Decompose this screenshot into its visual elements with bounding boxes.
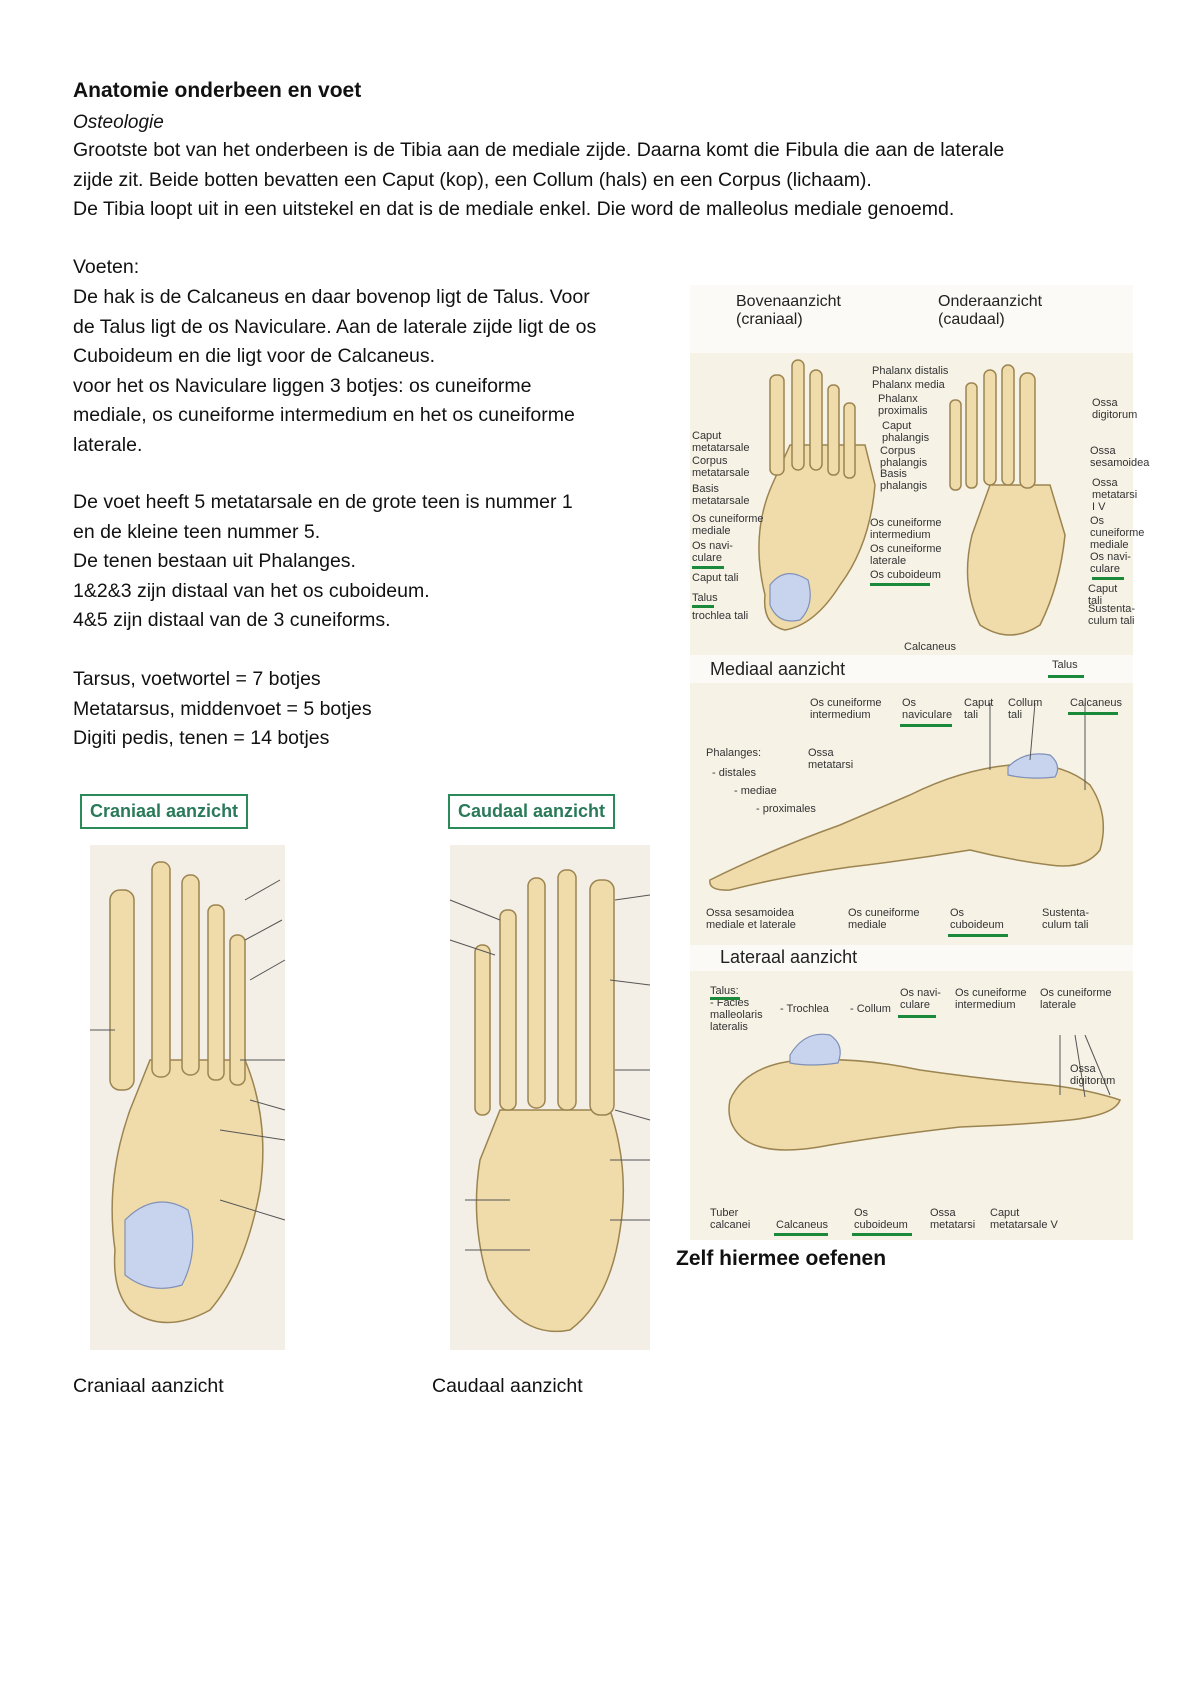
fig-lateral-label-naviculare: Os navi- culare [900,987,941,1011]
fig-top-label-ossa-digitorum: Ossa digitorum [1092,397,1138,421]
exercise-dorsal-foot [109,861,264,1324]
fig-top-label-cuneiforme-intermedium: Os cuneiforme intermedium [870,517,942,541]
caption-craniaal: Craniaal aanzicht [73,1375,224,1397]
underline-talus-lateral [710,997,740,1000]
fig-top-label-phalanx-distalis: Phalanx distalis [872,365,949,377]
fig-lateral-label-cuneiforme-intermedium: Os cuneiforme intermedium [955,987,1027,1011]
fig-lateral-label-cuneiforme-laterale: Os cuneiforme laterale [1040,987,1112,1011]
foot-lateral-drawing [690,971,1133,1240]
metatarsale-paragraph: De voet heeft 5 metatarsale en de grote … [73,491,573,631]
underline-naviculare-medial [900,724,952,727]
underline-naviculare-right [1092,577,1124,580]
figure-top-views: Bovenaanzicht (craniaal) Onderaanzicht (… [690,285,1149,655]
fig-medial-label-talus: Talus [1052,659,1078,671]
foot-top-drawing [690,353,1133,655]
exercise-left-title: Craniaal aanzicht [80,794,249,829]
fig-top-label-ossa-metatarsi: Ossa metatarsi I V [1092,477,1138,513]
fig-medial-label-phalanges: Phalanges: [706,747,762,759]
fig-lateral-label-ossa-digitorum: Ossa digitorum [1070,1063,1116,1087]
fig-top-label-ossa-sesamoidea: Ossa sesamoidea [1090,445,1150,469]
fig-medial-label-cuboideum: Os cuboideum [950,907,1004,931]
figure-medial-view: Mediaal aanzicht Talus Os cuneiforme int… [690,655,1133,945]
fig-top-label-calcaneus: Calcaneus [904,641,956,653]
exercise-drawing [90,845,651,1350]
fig-top-label-sustentaculum-tali: Sustenta- culum tali [1088,603,1136,627]
fig-top-label-caput-tali: Caput tali [692,572,739,584]
underline-naviculare-left [692,566,724,569]
fig-lateral-label-collum: - Collum [850,1003,891,1015]
fig-lateral-label-calcaneus: Calcaneus [776,1219,828,1231]
fig-medial-label-ossa-sesamoidea: Ossa sesamoidea mediale et laterale [706,907,796,931]
fig-top-label-basis-phalangis: Basis phalangis [880,468,928,492]
fig-medial-label-ossa-metatarsi: Ossa metatarsi [808,747,854,771]
fig-top-label-naviculare: Os navi- culare [692,540,733,564]
fig-medial-label-cuneiforme-intermedium: Os cuneiforme intermedium [810,697,882,721]
underline-cuboideum-lateral [852,1233,912,1236]
fig-medial-label-cuneiforme-mediale: Os cuneiforme mediale [848,907,920,931]
fig-top-label-trochlea-tali: trochlea tali [692,610,749,622]
fig-top-label-basis-metatarsale: Basis metatarsale [692,483,750,507]
fig-top-head-right: Onderaanzicht (caudaal) [938,293,1043,328]
page-subtitle: Osteologie [73,112,164,133]
voeten-paragraph: De hak is de Calcaneus en daar bovenop l… [73,286,597,456]
fig-medial-label-naviculare: Os naviculare [902,697,953,721]
fig-lateral-label-cuboideum: Os cuboideum [854,1207,908,1231]
foot-plantar-illustration [949,364,1066,636]
fig-medial-label-sustentaculum: Sustenta- culum tali [1042,907,1090,931]
voeten-heading: Voeten: [73,256,140,278]
fig-top-label-cuneiforme-laterale: Os cuneiforme laterale [870,543,942,567]
fig-medial-label-proximales: - proximales [756,803,816,815]
exercise-right-title: Caudaal aanzicht [448,794,616,829]
fig-top-label-talus: Talus [692,592,718,604]
underline-naviculare-lateral [898,1015,936,1018]
fig-lateral-label-tuber: Tuber calcanei [710,1207,751,1231]
underline-calcaneus-lateral [774,1233,828,1236]
fig-top-label-caput-tali-r: Caput tali [1088,583,1118,607]
oefenen-note: Zelf hiermee oefenen [676,1247,887,1270]
fig-medial-label-distales: - distales [712,767,757,779]
fig-top-label-corpus-phalangis: Corpus phalangis [880,445,928,469]
tarsus-list: Tarsus, voetwortel = 7 botjes Metatarsus… [73,668,372,749]
fig-top-label-cuneiforme-mediale: Os cuneiforme mediale [692,513,764,537]
fig-medial-label-caput-tali: Caput tali [964,697,994,721]
fig-medial-label-mediae: - mediae [734,785,777,797]
figure-lateral-view: Lateraal aanzicht Talus: - Facies malleo… [690,945,1133,1240]
fig-lateral-label-talus: Talus: - Facies malleolaris lateralis [710,985,763,1033]
fig-lateral-label-caput-metatarsale: Caput metatarsale V [990,1207,1058,1231]
fig-medial-label-collum-tali: Collum tali [1008,697,1043,721]
page-title: Anatomie onderbeen en voet [73,79,362,102]
fig-top-label-caput-metatarsale: Caput metatarsale [692,430,750,454]
underline-talus-medial [1048,675,1084,678]
fig-lateral-title: Lateraal aanzicht [720,947,858,967]
fig-top-label-phalanx-proximalis: Phalanx proximalis [878,393,928,417]
exercise-plantar-foot [474,869,625,1333]
fig-top-label-cuneiforme-mediale-r: Os cuneiforme mediale [1090,515,1145,551]
underline-cuboideum-top [870,583,930,586]
fig-top-head-left: Bovenaanzicht (craniaal) [736,293,841,328]
fig-lateral-label-ossa-metatarsi: Ossa metatarsi [930,1207,976,1231]
foot-dorsal-illustration [758,359,876,631]
fig-top-label-corpus-metatarsale: Corpus metatarsale [692,455,750,479]
fig-top-label-caput-phalangis: Caput phalangis [882,420,930,444]
intro-paragraph: Grootste bot van het onderbeen is de Tib… [73,139,1005,220]
fig-top-label-naviculare-r: Os navi- culare [1090,551,1131,575]
fig-medial-label-calcaneus: Calcaneus [1070,697,1122,709]
underline-talus-left [692,605,714,608]
fig-top-label-phalanx-media: Phalanx media [872,379,945,391]
fig-lateral-label-trochlea: - Trochlea [780,1003,829,1015]
caption-caudaal: Caudaal aanzicht [432,1375,583,1397]
underline-cuboideum-medial [948,934,1008,937]
underline-calcaneus-medial [1068,712,1118,715]
fig-medial-title: Mediaal aanzicht [710,659,846,679]
fig-top-label-cuboideum: Os cuboideum [870,569,941,581]
figure-exercise: Craniaal aanzicht Caudaal aanzicht [70,780,655,1350]
